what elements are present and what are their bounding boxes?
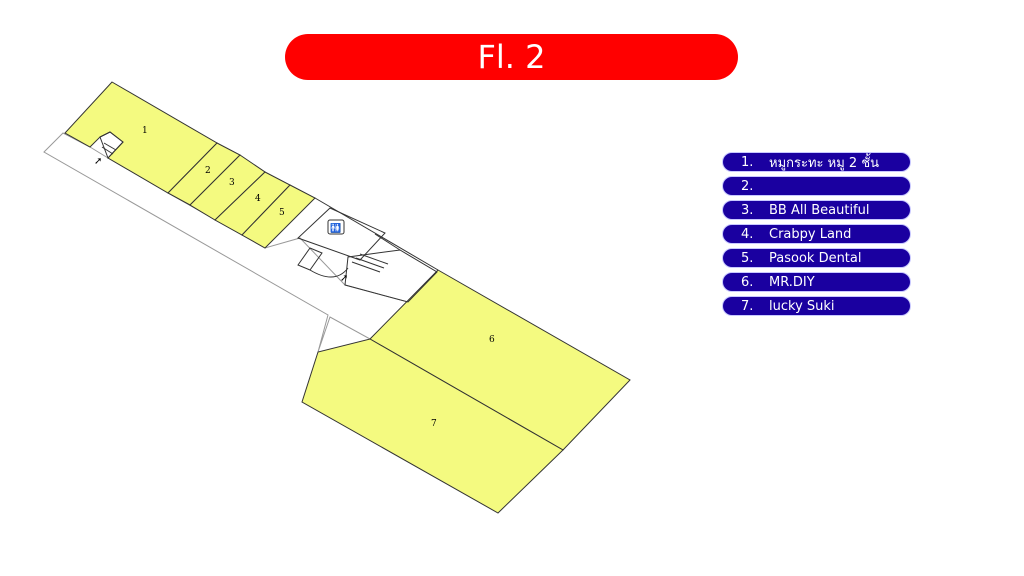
legend-number: 4. xyxy=(741,226,754,242)
floor-title: Fl. 2 xyxy=(285,34,738,80)
legend-number: 6. xyxy=(741,274,754,290)
unit-label-5: 5 xyxy=(279,208,285,218)
legend-number: 2. xyxy=(741,178,754,194)
unit-label-6: 6 xyxy=(489,335,495,345)
stairs-arrow-icon: ➚ xyxy=(94,156,102,167)
legend-item[interactable]: 6. MR.DIY xyxy=(722,272,911,292)
store-legend: 1. หมูกระทะ หมู 2 ชั้น 2. 3. BB All Beauti… xyxy=(722,152,911,320)
corridor xyxy=(43,132,409,353)
legend-number: 5. xyxy=(741,250,754,266)
legend-item[interactable]: 1. หมูกระทะ หมู 2 ชั้น xyxy=(722,152,911,172)
legend-item[interactable]: 7. lucky Suki xyxy=(722,296,911,316)
legend-item[interactable]: 3. BB All Beautiful xyxy=(722,200,911,220)
legend-number: 1. xyxy=(741,154,754,170)
unit-5[interactable] xyxy=(241,184,316,249)
stairs-arrow-icon: ➚ xyxy=(340,273,348,284)
restroom-icon: 🚻 xyxy=(327,219,345,235)
legend-number: 7. xyxy=(741,298,754,314)
legend-store-name: Pasook Dental xyxy=(769,250,862,266)
legend-store-name: BB All Beautiful xyxy=(769,202,870,218)
legend-store-name: lucky Suki xyxy=(769,298,835,314)
svg-text:🚻: 🚻 xyxy=(330,222,341,234)
legend-number: 3. xyxy=(741,202,754,218)
legend-item[interactable]: 2. xyxy=(722,176,911,196)
legend-item[interactable]: 5. Pasook Dental xyxy=(722,248,911,268)
legend-item[interactable]: 4. Crabpy Land xyxy=(722,224,911,244)
legend-store-name: หมูกระทะ หมู 2 ชั้น xyxy=(769,155,880,171)
legend-store-name: Crabpy Land xyxy=(769,226,852,242)
unit-label-1: 1 xyxy=(142,126,148,136)
unit-7[interactable] xyxy=(301,338,564,514)
unit-label-4: 4 xyxy=(255,194,261,204)
service-core xyxy=(99,131,439,303)
unit-label-3: 3 xyxy=(229,178,235,188)
legend-store-name: MR.DIY xyxy=(769,274,815,290)
unit-label-2: 2 xyxy=(205,166,211,176)
unit-label-7: 7 xyxy=(431,419,437,429)
